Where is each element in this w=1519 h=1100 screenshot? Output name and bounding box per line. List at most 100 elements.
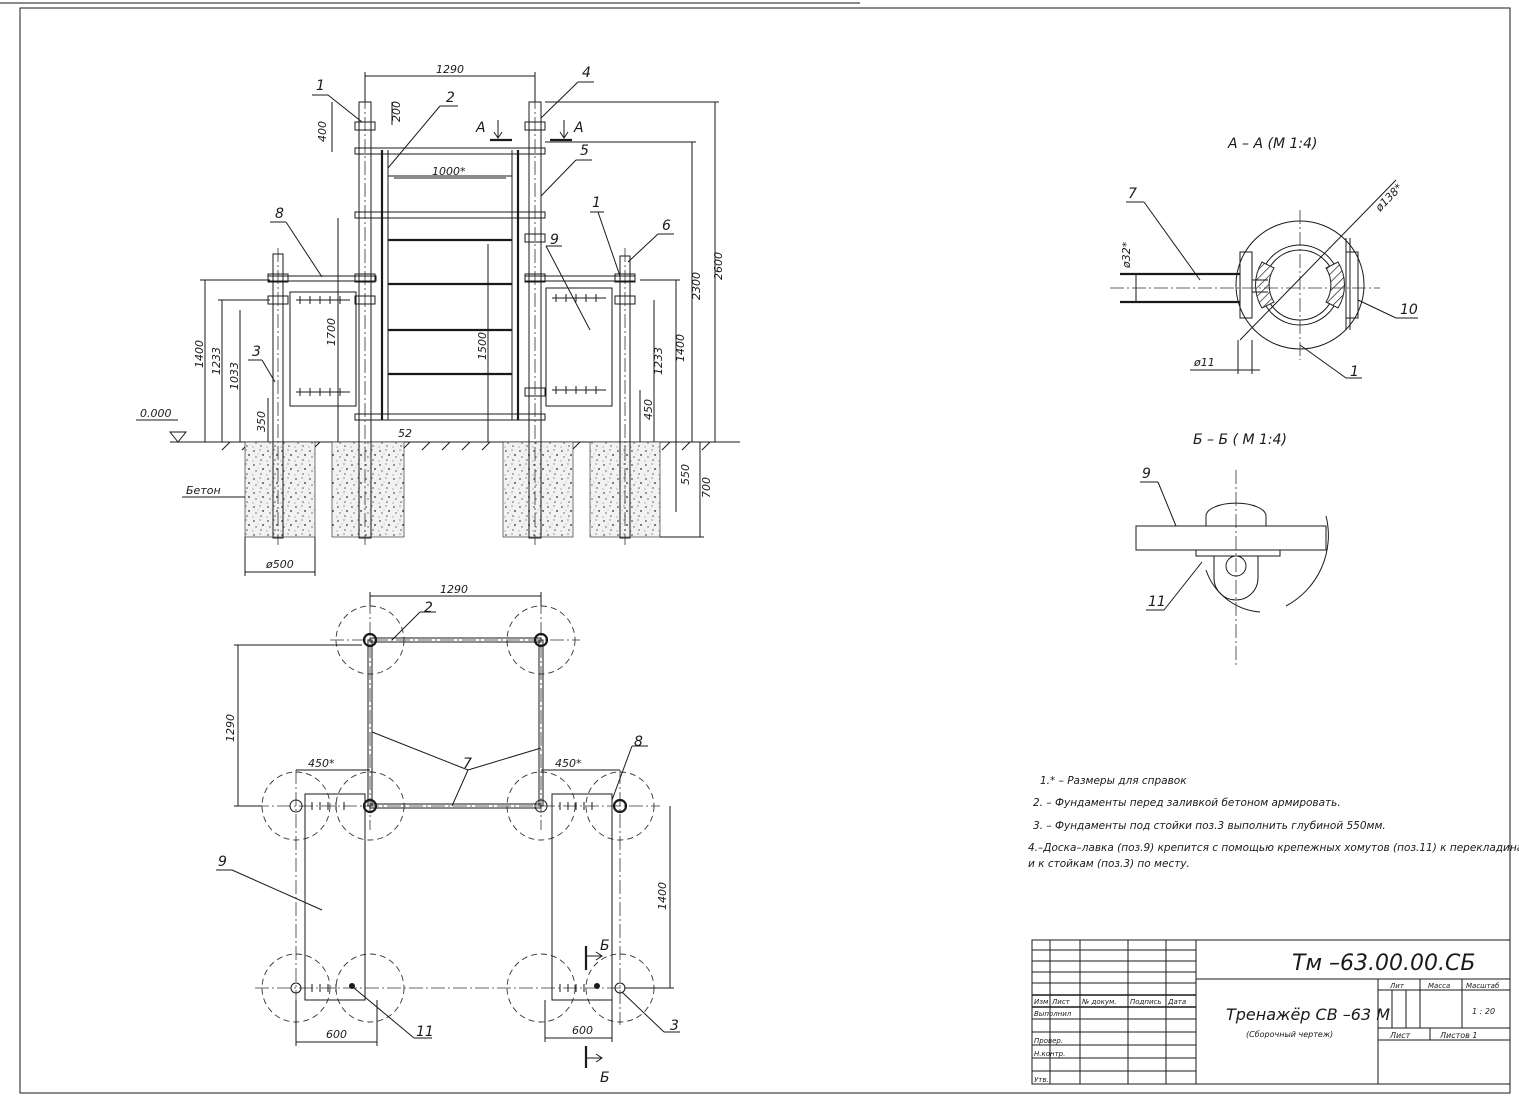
- plan-bench-right: [551, 793, 613, 1001]
- tb-col-sign: Подпись: [1130, 998, 1162, 1006]
- notes: 1.* – Размеры для справок 2. – Фундамент…: [1028, 775, 1519, 870]
- callout-4: 4: [582, 65, 591, 81]
- plan-dim-450-left: 450*: [308, 757, 335, 770]
- note-4: 4.–Доска–лавка (поз.9) крепится с помощь…: [1028, 842, 1519, 854]
- tb-col-doc: № докум.: [1081, 998, 1117, 1006]
- section-a-a-title: А – А (М 1:4): [1227, 136, 1318, 152]
- callout-2-front: 2: [446, 90, 455, 106]
- section-b-b: Б – Б ( М 1:4) 9 11: [1135, 432, 1329, 668]
- clamps: [267, 121, 636, 397]
- title-block: Изм Лист № докум. Подпись Дата Выполнил …: [1031, 939, 1511, 1085]
- sheet-frame: [19, 7, 1511, 1094]
- callout-5: 5: [580, 143, 589, 159]
- dim-1500: 1500: [476, 332, 489, 360]
- dim-2600: 2600: [712, 252, 725, 280]
- tb-row-vypolnil: Выполнил: [1034, 1010, 1072, 1018]
- aa-callout-10: 10: [1400, 302, 1418, 318]
- dim-450: 450: [642, 399, 655, 420]
- foundation-left-post: [331, 441, 405, 538]
- plan-dim-600-left: 600: [326, 1028, 347, 1041]
- tb-row-nkontr: Н.контр.: [1034, 1050, 1065, 1058]
- ladder-crossbars: [354, 147, 546, 421]
- bb-callout-9: 9: [1142, 466, 1151, 482]
- tb-row-prover: Провер.: [1034, 1037, 1063, 1045]
- dim-700: 700: [700, 477, 713, 498]
- dim-base-dia: ø500: [265, 558, 294, 571]
- note-3: 3. – Фундаменты под стойки поз.3 выполни…: [1033, 820, 1386, 832]
- tb-col-list: Лист: [1051, 998, 1071, 1006]
- plan-callout-8: 8: [634, 734, 643, 750]
- dim-top-400: 400: [316, 121, 329, 142]
- bb-callout-11: 11: [1148, 594, 1166, 610]
- plan-view: 1290 1290 450* 450* 1400 600 600 2 7 8 9…: [216, 583, 680, 1086]
- aa-callout-1: 1: [1350, 364, 1359, 380]
- callout-6: 6: [662, 218, 671, 234]
- dim-width-top: 1290: [436, 63, 464, 76]
- dim-1233-right: 1233: [652, 347, 665, 375]
- dim-550: 550: [679, 464, 692, 485]
- level-mark: 0.000: [140, 407, 172, 420]
- note-4-cont: и к стойкам (поз.3) по месту.: [1028, 858, 1190, 870]
- concrete-label: Бетон: [186, 484, 221, 497]
- plan-callout-7: 7: [463, 756, 472, 772]
- plan-dim-1400: 1400: [656, 882, 669, 910]
- plan-dim-depth: 1290: [224, 714, 237, 742]
- tb-scale-label: Масштаб: [1466, 982, 1500, 990]
- note-1: 1.* – Размеры для справок: [1040, 775, 1187, 787]
- bench-clamps: [296, 294, 606, 396]
- tb-sheets: Листов 1: [1439, 1031, 1478, 1040]
- dim-d11: ø11: [1193, 356, 1215, 369]
- section-mark-a-right: А: [573, 120, 584, 136]
- dim-52: 52: [398, 427, 412, 440]
- tb-row-utv: Утв.: [1034, 1076, 1049, 1084]
- plan-bench-left: [304, 793, 366, 1001]
- bench-board-left: [289, 291, 357, 407]
- foundation-left-bench: [244, 441, 316, 538]
- plan-callout-3: 3: [670, 1018, 679, 1034]
- tb-lit: Лит: [1389, 982, 1405, 990]
- dim-d32: ø32*: [1120, 241, 1133, 269]
- tb-scale: 1 : 20: [1472, 1007, 1495, 1016]
- side-bar-left: [267, 275, 377, 282]
- section-b-b-title: Б – Б ( М 1:4): [1193, 432, 1287, 448]
- dim-1700: 1700: [325, 318, 338, 346]
- aa-callout-7: 7: [1128, 186, 1137, 202]
- dim-inner-width: 1000*: [432, 165, 466, 178]
- tb-col-izm: Изм: [1034, 998, 1049, 1006]
- callout-9-front: 9: [550, 232, 559, 248]
- tb-col-date: Дата: [1167, 998, 1186, 1006]
- callout-3-front: 3: [252, 344, 261, 360]
- dim-top-200: 200: [390, 101, 403, 122]
- section-mark-a-left: А: [475, 120, 486, 136]
- bench-board-right: [545, 287, 613, 407]
- front-view: 1290 1000* 400 200 1400 1233 1033 350 17…: [136, 63, 740, 576]
- tb-subtitle: (Сборочный чертеж): [1246, 1030, 1333, 1039]
- dim-1400-left: 1400: [193, 340, 206, 368]
- plan-section-b-bottom: Б: [600, 1070, 610, 1086]
- tb-code: Тм –63.00.00.СБ: [1292, 951, 1475, 976]
- plan-callout-11: 11: [416, 1024, 434, 1040]
- side-bar-right: [524, 275, 636, 282]
- plan-callout-2: 2: [424, 600, 433, 616]
- dim-d138: ø138*: [1372, 181, 1405, 215]
- plan-dim-450-right: 450*: [555, 757, 582, 770]
- dim-350: 350: [255, 411, 268, 432]
- tb-mass: Масса: [1428, 982, 1450, 990]
- plan-dim-width: 1290: [440, 583, 468, 596]
- callout-8-front: 8: [275, 206, 284, 222]
- section-a-a: А – А (М 1:4) ø32* ø138* ø11 7 10 1: [1110, 136, 1418, 380]
- tb-sheet: Лист: [1389, 1031, 1411, 1040]
- tb-name: Тренажёр СВ –63 М: [1226, 1005, 1390, 1024]
- plan-dim-600-right: 600: [572, 1024, 593, 1037]
- dim-1233-left: 1233: [210, 347, 223, 375]
- plan-callout-9: 9: [218, 854, 227, 870]
- dim-1033-left: 1033: [228, 362, 241, 390]
- callout-1-right: 1: [592, 195, 601, 211]
- dim-1400-right: 1400: [674, 334, 687, 362]
- note-2: 2. – Фундаменты перед заливкой бетоном а…: [1033, 797, 1341, 809]
- dim-2300: 2300: [690, 272, 703, 300]
- plan-section-b-top: Б: [600, 938, 610, 954]
- callout-1-left: 1: [316, 78, 325, 94]
- foundation-right-post: [502, 441, 574, 538]
